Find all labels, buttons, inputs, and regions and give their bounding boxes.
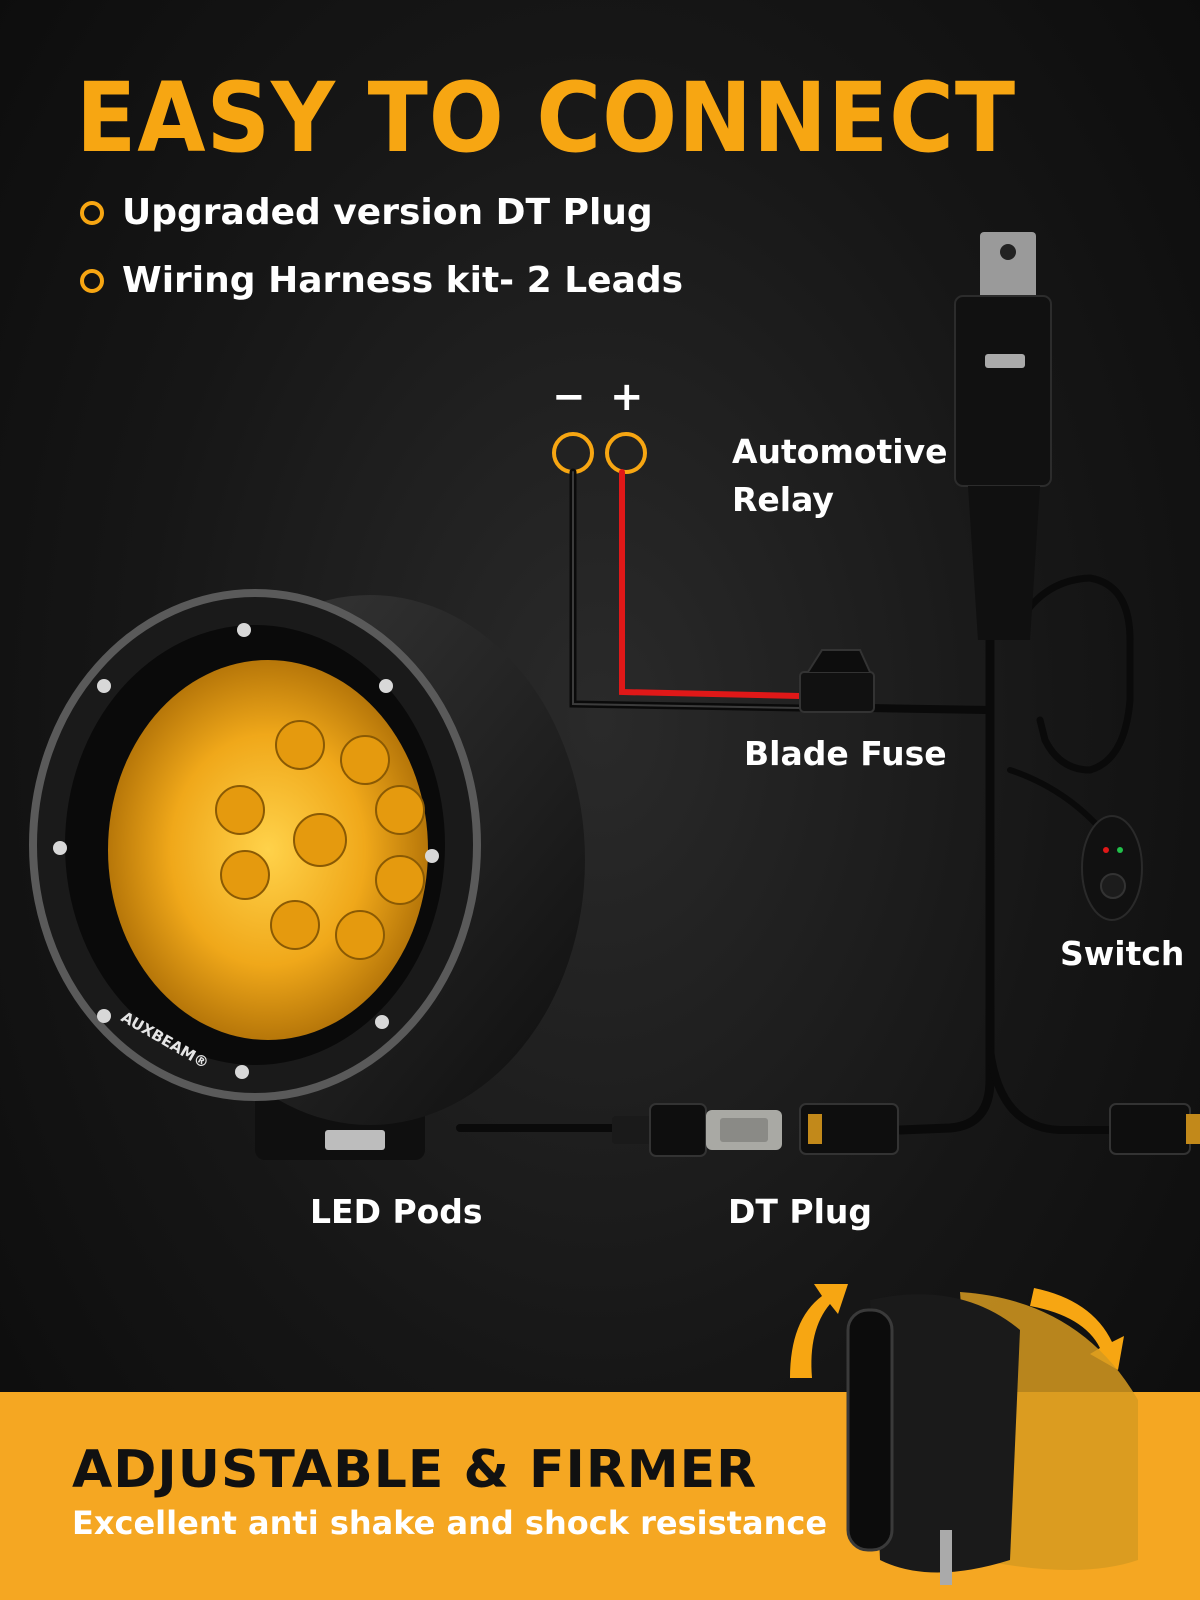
tilted-pod-image <box>846 1292 1138 1585</box>
led-pod-product-image: AUXBEAM® <box>29 589 585 1160</box>
bullet-ring-icon <box>80 200 104 225</box>
dt-plug-label: DT Plug <box>728 1192 873 1231</box>
feature-bullet: Upgraded version DT Plug <box>80 192 653 233</box>
page-title: EASY TO CONNECT <box>76 62 1016 174</box>
fuse-label: Blade Fuse <box>744 734 947 773</box>
feature-text: Wiring Harness kit- 2 Leads <box>122 260 684 301</box>
harness-connector-icon <box>799 1103 1200 1155</box>
rotation-arrow-icons <box>790 1284 1124 1378</box>
feature-bullet: Wiring Harness kit- 2 Leads <box>80 260 683 301</box>
switch-icon <box>1081 815 1143 921</box>
relay-label: Automotive Relay <box>732 428 948 524</box>
blade-fuse-icon <box>799 649 875 713</box>
dt-plug-icon <box>612 1103 782 1157</box>
negative-terminal-sign: − <box>552 374 586 420</box>
relay-label-line: Relay <box>732 479 834 519</box>
led-pods-label: LED Pods <box>310 1192 483 1231</box>
relay-icon <box>954 232 1052 640</box>
bullet-ring-icon <box>80 268 104 293</box>
relay-label-line: Automotive <box>732 432 948 471</box>
harness-wires <box>456 468 1134 1135</box>
positive-terminal-sign: + <box>610 374 644 420</box>
banner-title: ADJUSTABLE & FIRMER <box>72 1440 758 1500</box>
feature-text: Upgraded version DT Plug <box>122 192 653 233</box>
switch-label: Switch <box>1060 934 1185 973</box>
banner-subtitle: Excellent anti shake and shock resistanc… <box>72 1504 828 1542</box>
